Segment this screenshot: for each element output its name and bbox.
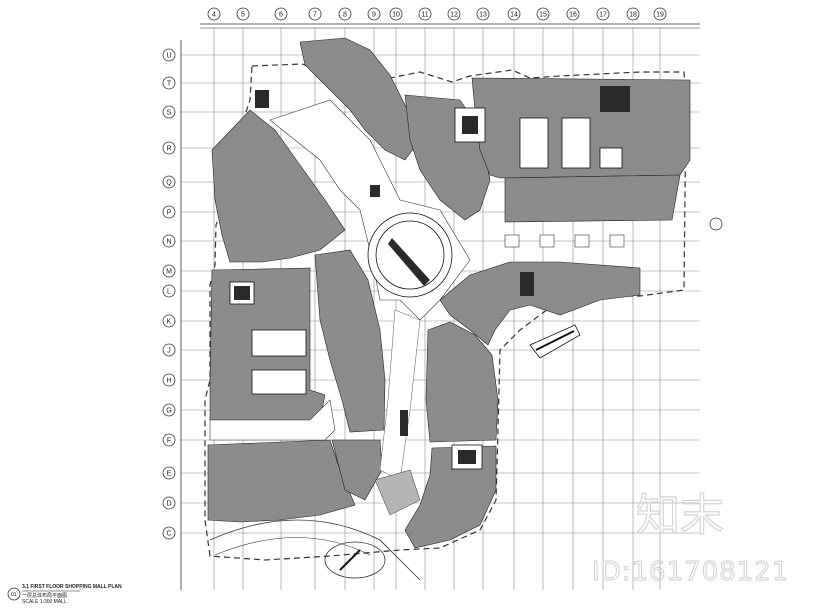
axis-bubble-17: 17: [596, 7, 610, 21]
title-number: 01: [11, 592, 17, 598]
axis-bubble-14: 14: [507, 7, 521, 21]
external-stair-east: [529, 324, 581, 359]
axis-bubble-12: 12: [447, 7, 461, 21]
svg-text:18: 18: [629, 12, 637, 19]
axis-bubble-11: 11: [418, 7, 432, 21]
svg-text:K: K: [167, 319, 172, 326]
axis-bubble-16: 16: [566, 7, 580, 21]
svg-text:C: C: [166, 531, 171, 538]
svg-text:14: 14: [510, 12, 518, 19]
axis-bubble-R: R: [162, 141, 176, 155]
axis-bubble-Q: Q: [162, 175, 176, 189]
svg-text:M: M: [166, 269, 172, 276]
svg-text:9: 9: [372, 12, 376, 19]
svg-text:5: 5: [241, 12, 245, 19]
axis-bubble-7: 7: [308, 7, 322, 21]
svg-text:19: 19: [656, 12, 664, 19]
svg-text:S: S: [167, 110, 172, 117]
top-axis-bubbles: 4 5 6 7 8 9 10 11 12 13 14 15 16 17 18 19: [207, 7, 723, 231]
svg-text:R: R: [166, 146, 171, 153]
tenant-block-south-west: [207, 439, 356, 523]
svg-text:G: G: [166, 408, 171, 415]
svg-text:L: L: [167, 289, 171, 296]
tenant-block-central-crescent: [314, 249, 386, 433]
axis-bubble-P: P: [162, 205, 176, 219]
svg-text:J: J: [167, 348, 171, 355]
tenant-block-upper-left: [211, 109, 346, 263]
axis-bubble-9: 9: [367, 7, 381, 21]
svg-text:16: 16: [569, 12, 577, 19]
axis-bubble-15: 15: [536, 7, 550, 21]
axis-bubble-18: 18: [626, 7, 640, 21]
svg-text:4: 4: [212, 12, 216, 19]
axis-bubble-K: K: [162, 314, 176, 328]
svg-text:10: 10: [392, 12, 400, 19]
axis-bubble-G: G: [162, 403, 176, 417]
title-line-2: 一层总体布局平面图: [22, 592, 67, 599]
axis-bubble-D: D: [162, 496, 176, 510]
axis-bubble-5: 5: [236, 7, 250, 21]
svg-text:U: U: [166, 53, 171, 60]
tenant-block-south-east: [425, 321, 499, 443]
svg-text:E: E: [167, 471, 172, 478]
axis-bubble-4: 4: [207, 7, 221, 21]
axis-bubble-J: J: [162, 343, 176, 357]
title-line-1: 3.1 FIRST FLOOR SHOPPING MALL PLAN: [22, 584, 122, 590]
axis-bubble-6: 6: [274, 7, 288, 21]
axis-bubble-F: F: [162, 433, 176, 447]
svg-text:D: D: [166, 501, 171, 508]
tenant-block-east-arc: [439, 261, 641, 346]
axis-bubble-13: 13: [476, 7, 490, 21]
axis-bubble-T: T: [162, 76, 176, 90]
curved-walkway: [209, 399, 336, 441]
axis-bubble-N: N: [162, 234, 176, 248]
axis-bubble-L: L: [162, 284, 176, 298]
axis-bubble-M: M: [162, 264, 176, 278]
axis-bubble-right: [709, 217, 723, 231]
axis-bubble-U: U: [162, 48, 176, 62]
svg-text:6: 6: [279, 12, 283, 19]
axis-bubble-H: H: [162, 373, 176, 387]
axis-bubble-10: 10: [389, 7, 403, 21]
svg-text:17: 17: [599, 12, 607, 19]
svg-text:T: T: [167, 81, 172, 88]
title-block: 01 3.1 FIRST FLOOR SHOPPING MALL PLAN 一层…: [7, 584, 122, 605]
svg-text:13: 13: [479, 12, 487, 19]
svg-text:12: 12: [450, 12, 458, 19]
axis-bubble-E: E: [162, 466, 176, 480]
svg-text:P: P: [167, 210, 172, 217]
axis-bubble-8: 8: [338, 7, 352, 21]
svg-text:7: 7: [313, 12, 317, 19]
watermark-id: ID:161708121: [592, 557, 789, 587]
watermark-logo: 知末: [636, 490, 724, 541]
axis-bubble-C: C: [162, 526, 176, 540]
title-scale: SCALE 1:300 MALL: [22, 599, 67, 605]
axis-bubble-19: 19: [653, 7, 667, 21]
svg-text:N: N: [166, 239, 171, 246]
axis-bubble-S: S: [162, 105, 176, 119]
svg-text:8: 8: [343, 12, 347, 19]
left-axis-bubbles: U T S R Q P N M L K J H G F E D C: [162, 48, 176, 540]
svg-text:H: H: [166, 378, 171, 385]
svg-text:Q: Q: [166, 180, 172, 187]
svg-text:15: 15: [539, 12, 547, 19]
svg-text:F: F: [167, 438, 171, 445]
svg-text:11: 11: [421, 12, 428, 19]
